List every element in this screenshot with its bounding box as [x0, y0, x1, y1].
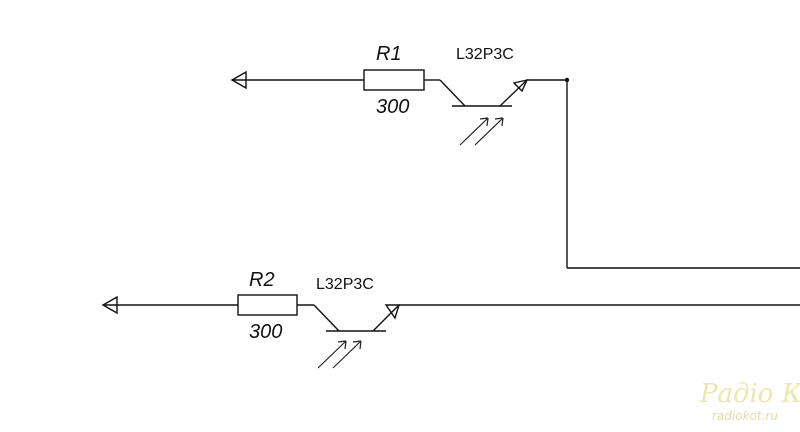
resistor-r2: [237, 294, 298, 316]
phototransistor-q2: [313, 304, 400, 369]
r1-value: 300: [376, 96, 409, 118]
r2-value: 300: [249, 321, 282, 343]
branch-2: R2 300 L32P3C: [101, 269, 800, 369]
watermark-title: Радіо КОТ: [699, 379, 800, 409]
watermark-url: radiokot.ru: [712, 409, 778, 423]
emitter-arrow-2: [384, 304, 400, 320]
r2-label: R2: [249, 269, 275, 291]
branch-1: R1 300 L32P3C: [230, 43, 800, 269]
q1-label: L32P3C: [456, 46, 514, 63]
phototransistor-q1: [439, 78, 529, 146]
r1-label: R1: [376, 43, 402, 65]
q2-label: L32P3C: [316, 276, 374, 293]
emitter-arrow-1: [512, 78, 529, 93]
watermark: Радіо КОТ radiokot.ru: [699, 379, 800, 423]
resistor-r1: [363, 69, 425, 91]
